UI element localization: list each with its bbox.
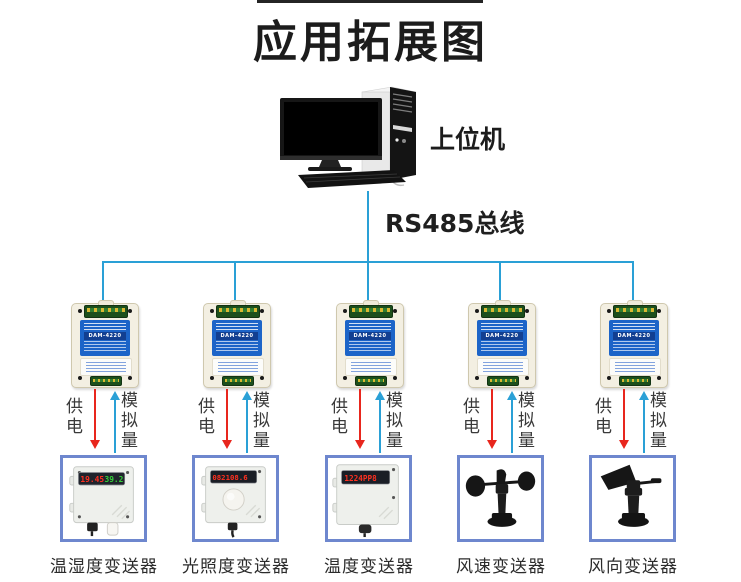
sensor-label: 温湿度变送器 <box>50 557 158 577</box>
module-terminal-bottom <box>355 376 387 386</box>
dam-module: DAM-4220 <box>600 300 668 388</box>
module-model-text: DAM-4220 <box>481 332 523 340</box>
branch-column-wind-direction: DAM-4220 供电 模拟量 风向变送器 <box>567 300 699 582</box>
power-label: 供电 <box>463 397 480 437</box>
module-terminal-bottom <box>222 376 254 386</box>
branch-column-light: DAM-4220 供电 模拟量 082108.6 <box>170 300 302 582</box>
page-title: 应用拓展图 <box>253 17 488 68</box>
host-label: 上位机 <box>430 125 506 154</box>
sensor-photo-frame: 19.45 39.2 <box>60 455 147 542</box>
rs485-bus-label: RS485总线 <box>385 209 525 238</box>
module-model-text: DAM-4220 <box>349 332 391 340</box>
module-screws <box>343 309 347 313</box>
power-arrow-down <box>355 389 365 449</box>
svg-text:19.45: 19.45 <box>80 475 104 484</box>
bus-drop-5 <box>632 261 634 306</box>
analog-label: 模拟量 <box>386 391 403 451</box>
module-terminal-top <box>613 305 657 318</box>
host-computer-image <box>280 86 417 188</box>
module-terminal-bottom <box>619 376 651 386</box>
temperature-sensor-image: 1224PP8 <box>332 464 399 538</box>
module-terminal-top <box>216 305 260 318</box>
module-terminal-top <box>481 305 525 318</box>
sensor-photo-frame <box>457 455 544 542</box>
power-label: 供电 <box>595 397 612 437</box>
bus-drop-4 <box>499 261 501 306</box>
bus-drop-1 <box>102 261 104 306</box>
wind-speed-sensor-image <box>465 469 536 527</box>
branch-column-temperature: DAM-4220 供电 模拟量 1224PP8 温度变送 <box>303 300 435 582</box>
module-terminal-bottom <box>90 376 122 386</box>
branch-column-temp-humidity: DAM-4220 供电 模拟量 19.45 39.2 <box>38 300 170 582</box>
dam-module: DAM-4220 <box>71 300 139 388</box>
module-model-text: DAM-4220 <box>613 332 655 340</box>
module-white-label <box>477 358 529 376</box>
bus-drop-3 <box>367 261 369 306</box>
sensor-photo-frame <box>589 455 676 542</box>
module-white-label <box>212 358 264 376</box>
module-white-label <box>80 358 132 376</box>
power-label: 供电 <box>66 397 83 437</box>
module-terminal-top <box>349 305 393 318</box>
module-blue-label: DAM-4220 <box>212 320 262 356</box>
power-arrow-down <box>487 389 497 449</box>
module-terminal-top <box>84 305 128 318</box>
power-arrow-down <box>90 389 100 449</box>
module-screws <box>475 309 479 313</box>
analog-arrow-up <box>507 391 517 453</box>
dam-module: DAM-4220 <box>336 300 404 388</box>
module-white-label <box>609 358 661 376</box>
sensor-label: 温度变送器 <box>324 557 414 577</box>
analog-label: 模拟量 <box>253 391 270 451</box>
svg-text:1224PP8: 1224PP8 <box>344 474 377 483</box>
svg-text:082108.6: 082108.6 <box>212 473 247 482</box>
module-terminal-bottom <box>487 376 519 386</box>
top-crop-bar <box>257 0 483 3</box>
analog-arrow-up <box>639 391 649 453</box>
module-blue-label: DAM-4220 <box>609 320 659 356</box>
branch-column-wind-speed: DAM-4220 供电 模拟量 风速变送器 <box>435 300 567 582</box>
power-arrow-down <box>619 389 629 449</box>
sensor-photo-frame: 1224PP8 <box>325 455 412 542</box>
analog-label: 模拟量 <box>121 391 138 451</box>
sensor-label: 光照度变送器 <box>182 557 290 577</box>
module-white-label <box>345 358 397 376</box>
module-screws <box>78 309 82 313</box>
module-blue-label: DAM-4220 <box>477 320 527 356</box>
dam-module: DAM-4220 <box>203 300 271 388</box>
temp-humidity-sensor-image: 19.45 39.2 <box>69 466 134 537</box>
analog-label: 模拟量 <box>518 391 535 451</box>
power-label: 供电 <box>198 397 215 437</box>
host-bus-drop-line <box>367 191 369 262</box>
svg-text:39.2: 39.2 <box>104 475 123 484</box>
analog-arrow-up <box>375 391 385 453</box>
analog-label: 模拟量 <box>650 391 667 451</box>
dam-module: DAM-4220 <box>468 300 536 388</box>
module-model-text: DAM-4220 <box>84 332 126 340</box>
analog-arrow-up <box>242 391 252 453</box>
module-model-text: DAM-4220 <box>216 332 258 340</box>
power-label: 供电 <box>331 397 348 437</box>
module-screws <box>210 309 214 313</box>
sensor-label: 风速变送器 <box>456 557 546 577</box>
module-blue-label: DAM-4220 <box>80 320 130 356</box>
bus-drop-2 <box>234 261 236 306</box>
sensor-label: 风向变送器 <box>588 557 678 577</box>
wind-direction-sensor-image <box>600 464 662 527</box>
module-screws <box>607 309 611 313</box>
module-blue-label: DAM-4220 <box>345 320 395 356</box>
sensor-photo-frame: 082108.6 <box>192 455 279 542</box>
analog-arrow-up <box>110 391 120 453</box>
power-arrow-down <box>222 389 232 449</box>
light-sensor-image: 082108.6 <box>201 466 266 538</box>
